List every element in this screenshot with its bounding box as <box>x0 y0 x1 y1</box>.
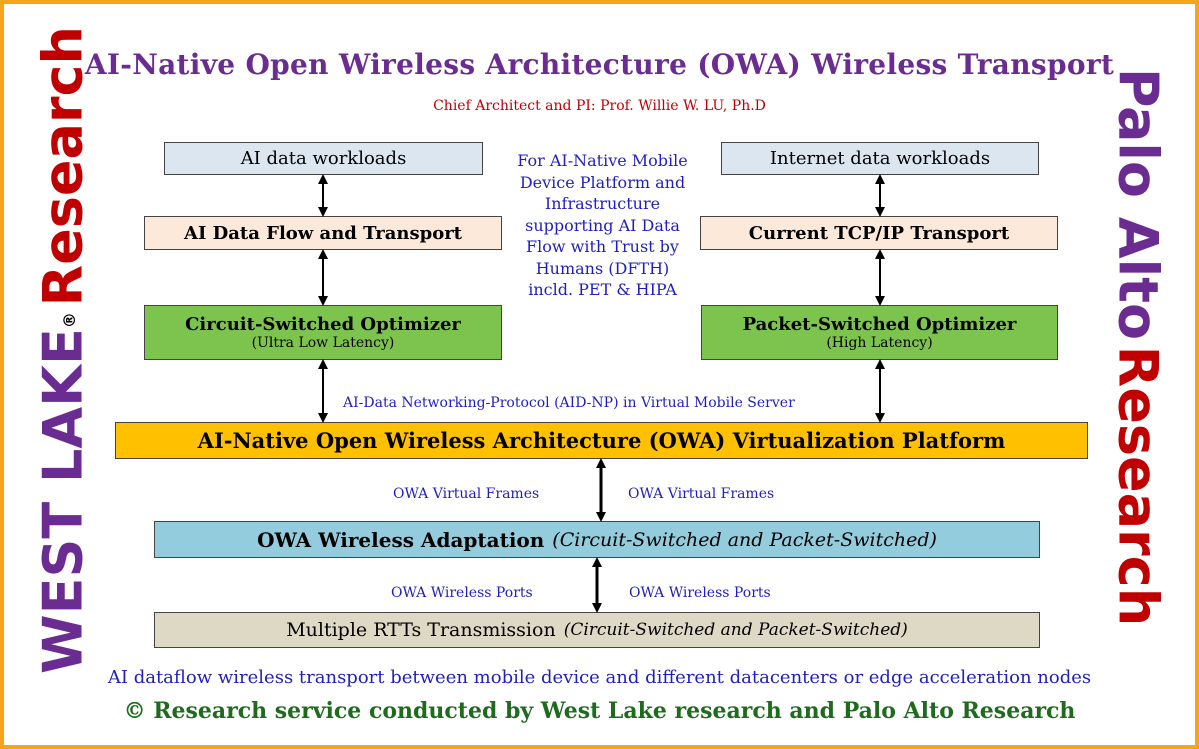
west-lake-research-brand: WEST LAKE® Research <box>32 26 95 674</box>
packet-switched-optimizer-note: (High Latency) <box>826 335 933 351</box>
wireless-ports-label-right: OWA Wireless Ports <box>629 585 771 601</box>
current-tcp-ip-transport-box: Current TCP/IP Transport <box>700 216 1058 250</box>
rtts-transmission-box: Multiple RTTs Transmission (Circuit-Swit… <box>154 612 1040 648</box>
ai-data-flow-transport-label: AI Data Flow and Transport <box>184 222 462 244</box>
virtual-frames-label-right: OWA Virtual Frames <box>628 486 775 502</box>
packet-switched-optimizer-label: Packet-Switched Optimizer <box>742 314 1017 335</box>
ai-data-flow-transport-box: AI Data Flow and Transport <box>144 216 502 250</box>
owa-virtualization-platform-box: AI-Native Open Wireless Architecture (OW… <box>115 422 1088 459</box>
internet-data-workloads-label: Internet data workloads <box>769 148 991 169</box>
current-tcp-ip-transport-label: Current TCP/IP Transport <box>748 222 1010 244</box>
west-lake-research-text: Research <box>31 26 95 307</box>
palo-alto-text: Palo Alto <box>1106 67 1170 341</box>
palo-alto-research-text: Research <box>1106 345 1170 627</box>
west-lake-text: WEST LAKE <box>31 328 95 674</box>
copyright-line: © Research service conducted by West Lak… <box>123 698 1076 724</box>
footer-note: AI dataflow wireless transport between m… <box>107 667 1092 688</box>
owa-virtualization-platform-label: AI-Native Open Wireless Architecture (OW… <box>197 428 1006 453</box>
wireless-ports-label-left: OWA Wireless Ports <box>391 585 533 601</box>
owa-wireless-adaptation-note: (Circuit-Switched and Packet-Switched) <box>552 528 937 551</box>
virtual-frames-label-left: OWA Virtual Frames <box>393 486 540 502</box>
rtts-transmission-note: (Circuit-Switched and Packet-Switched) <box>563 620 908 640</box>
registered-mark: ® <box>60 312 80 329</box>
circuit-switched-optimizer-label: Circuit-Switched Optimizer <box>185 314 461 335</box>
protocol-label: AI-Data Networking-Protocol (AID-NP) in … <box>343 395 795 411</box>
diagram-subtitle: Chief Architect and PI: Prof. Willie W. … <box>433 98 766 114</box>
circuit-switched-optimizer-note: (Ultra Low Latency) <box>251 335 395 351</box>
internet-data-workloads-box: Internet data workloads <box>721 142 1039 175</box>
ai-data-workloads-label: AI data workloads <box>240 148 407 169</box>
owa-wireless-adaptation-label: OWA Wireless Adaptation <box>257 527 545 552</box>
rtts-transmission-label: Multiple RTTs Transmission <box>286 619 556 641</box>
palo-alto-research-brand: Palo Alto Research <box>1107 68 1170 626</box>
center-description: For AI-Native Mobile Device Platform and… <box>517 151 688 299</box>
diagram-title: AI-Native Open Wireless Architecture (OW… <box>84 48 1115 81</box>
